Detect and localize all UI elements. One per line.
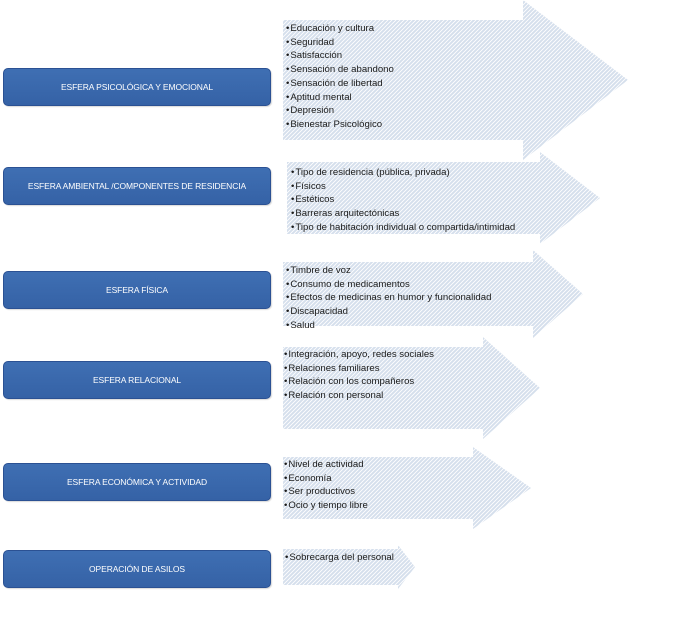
list-item: Aptitud mental	[286, 91, 394, 105]
list-item: Sensación de abandono	[286, 63, 394, 77]
box-esfera-relacional: ESFERA RELACIONAL	[3, 361, 271, 399]
list-item: Seguridad	[286, 36, 394, 50]
list-item: Salud	[286, 319, 491, 333]
list-item: Estéticos	[291, 193, 515, 207]
list-psicologica: Educación y cultura Seguridad Satisfacci…	[286, 22, 394, 132]
box-label: ESFERA PSICOLÓGICA Y EMOCIONAL	[60, 82, 214, 92]
list-item: Relación con los compañeros	[284, 375, 434, 389]
list-asilos: Sobrecarga del personal	[285, 551, 394, 565]
list-item: Satisfacción	[286, 49, 394, 63]
list-item: Depresión	[286, 104, 394, 118]
list-item: Ocio y tiempo libre	[284, 499, 367, 513]
box-esfera-fisica: ESFERA FÍSICA	[3, 271, 271, 309]
list-item: Nivel de actividad	[284, 458, 368, 472]
list-item: Discapacidad	[286, 305, 491, 319]
list-item: Relación con personal	[284, 389, 434, 403]
list-relacional: Integración, apoyo, redes sociales Relac…	[284, 348, 434, 403]
list-item: Tipo de habitación individual o comparti…	[291, 221, 515, 235]
list-ambiental: Tipo de residencia (pública, privada) Fí…	[291, 166, 515, 235]
list-item: Consumo de medicamentos	[286, 278, 491, 292]
list-item: Bienestar Psicológico	[286, 118, 394, 132]
box-esfera-economica: ESFERA ECONÓMICA Y ACTIVIDAD	[3, 463, 271, 501]
list-item: Físicos	[291, 180, 515, 194]
box-esfera-psicologica: ESFERA PSICOLÓGICA Y EMOCIONAL	[3, 68, 271, 106]
list-item: Efectos de medicinas en humor y funciona…	[286, 291, 491, 305]
list-economica: Nivel de actividad Economía Ser producti…	[284, 458, 368, 513]
list-item: Economía	[284, 472, 368, 486]
list-item: Ser productivos	[284, 485, 368, 499]
box-esfera-ambiental: ESFERA AMBIENTAL /COMPONENTES DE RESIDEN…	[3, 167, 271, 205]
list-item: Relaciones familiares	[284, 362, 434, 376]
box-label: ESFERA ECONÓMICA Y ACTIVIDAD	[66, 477, 207, 487]
list-item: Sensación de libertad	[286, 77, 394, 91]
list-item: Tipo de residencia (pública, privada)	[291, 166, 515, 180]
list-fisica: Timbre de voz Consumo de medicamentos Ef…	[286, 264, 491, 333]
box-operacion-asilos: OPERACIÓN DE ASILOS	[3, 550, 271, 588]
box-label: ESFERA FÍSICA	[106, 285, 168, 295]
list-item: Integración, apoyo, redes sociales	[284, 348, 434, 362]
box-label: OPERACIÓN DE ASILOS	[89, 564, 185, 574]
box-label: ESFERA RELACIONAL	[92, 375, 182, 385]
list-item: Timbre de voz	[286, 264, 491, 278]
list-item: Barreras arquitectónicas	[291, 207, 515, 221]
box-label: ESFERA AMBIENTAL /COMPONENTES DE RESIDEN…	[27, 181, 247, 191]
list-item: Sobrecarga del personal	[285, 551, 394, 565]
list-item: Educación y cultura	[286, 22, 394, 36]
